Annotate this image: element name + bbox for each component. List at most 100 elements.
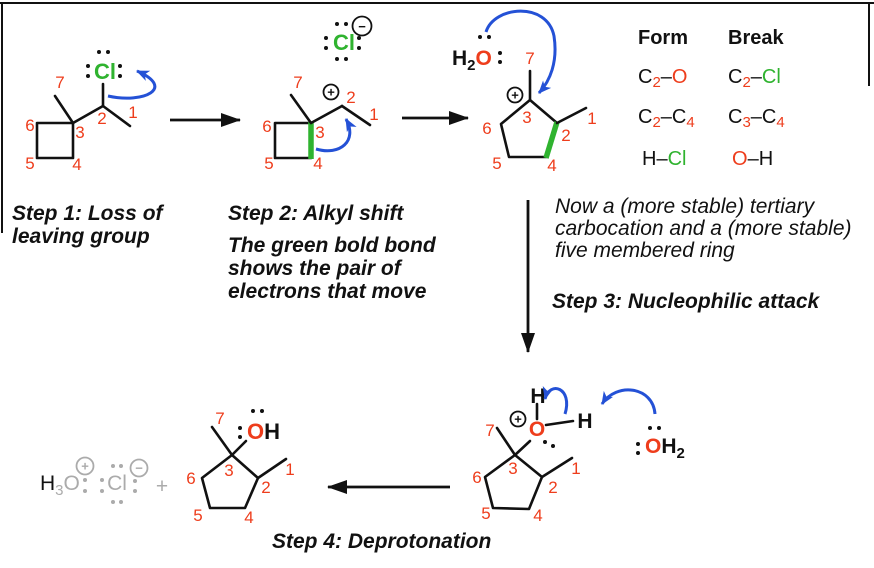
curved-arrow-nucleophilic-attack bbox=[484, 9, 557, 95]
cyclopentane-ring bbox=[483, 453, 544, 511]
ring-number-2: 2 bbox=[261, 478, 270, 497]
step3-caption: Step 3: Nucleophilic attack bbox=[552, 290, 821, 313]
cyclopentane-ring bbox=[499, 98, 559, 159]
minus-charge-circle bbox=[351, 15, 373, 37]
ring-number-6: 6 bbox=[482, 119, 491, 138]
break-row-2: C3–C4 bbox=[728, 106, 785, 131]
methyl-7-bond bbox=[210, 425, 234, 457]
structure-3-ring-expanded-cation: H2O + 7 6 5 4 3 2 1 bbox=[452, 9, 597, 175]
plus-charge-circle bbox=[506, 86, 524, 104]
ring-number-5: 5 bbox=[492, 154, 501, 173]
cyclobutane-ring bbox=[273, 121, 313, 160]
lone-pair-dots bbox=[83, 464, 137, 504]
step3-note-line1: Now a (more stable) tertiary bbox=[555, 195, 816, 218]
ring-number-3: 3 bbox=[224, 461, 233, 480]
lone-pair-dots bbox=[238, 409, 264, 439]
lone-pair-dots bbox=[636, 426, 661, 455]
c3-c2-bond bbox=[71, 104, 105, 125]
ring-number-1: 1 bbox=[128, 103, 137, 122]
lone-pair-dots bbox=[478, 35, 502, 64]
ring-number-3: 3 bbox=[522, 108, 531, 127]
ring-number-2: 2 bbox=[97, 109, 106, 128]
form-header: Form bbox=[638, 27, 688, 49]
minus-charge: − bbox=[135, 461, 143, 476]
ring-number-3: 3 bbox=[75, 123, 84, 142]
methyl-7-bond bbox=[289, 93, 313, 125]
plus-sign: + bbox=[156, 475, 168, 498]
break-header: Break bbox=[728, 27, 784, 49]
curved-arrow-cl-departure bbox=[107, 69, 157, 100]
hydroxyl-label: OH bbox=[247, 419, 280, 444]
green-new-bond bbox=[543, 121, 560, 159]
curved-arrow-bond-to-oxygen bbox=[542, 385, 569, 415]
step4-caption: Step 4: Deprotonation bbox=[272, 530, 491, 553]
break-row-1: C2–Cl bbox=[728, 66, 781, 91]
form-row-2: C2–C4 bbox=[638, 106, 695, 131]
form-row-3: H–Cl bbox=[642, 148, 686, 170]
curved-arrow-water-deprotonates bbox=[600, 388, 657, 415]
minus-charge: − bbox=[358, 19, 366, 34]
water-base-label: OH2 bbox=[645, 435, 685, 462]
lone-pair-dots bbox=[86, 50, 122, 78]
step3-note-line3: five membered ring bbox=[555, 239, 735, 262]
hydrogen-right-label: H bbox=[577, 410, 592, 433]
ring-number-6: 6 bbox=[25, 116, 34, 135]
o-h-right-bond bbox=[544, 419, 575, 427]
plus-charge: + bbox=[81, 459, 89, 474]
ring-number-7: 7 bbox=[485, 421, 494, 440]
step2-note-line3: electrons that move bbox=[228, 280, 427, 303]
structure-2-carbocation: Cl − + 7 6 5 4 3 2 1 bbox=[262, 15, 379, 173]
step1-caption-line2: leaving group bbox=[12, 225, 150, 248]
methyl-7-bond bbox=[495, 426, 517, 457]
ring-number-4: 4 bbox=[72, 155, 81, 174]
hydrogen-top-label: H bbox=[530, 385, 545, 408]
chloride-label: Cl bbox=[107, 472, 127, 495]
ring-number-6: 6 bbox=[186, 469, 195, 488]
chloride-ion-label: Cl bbox=[333, 30, 355, 55]
ring-number-6: 6 bbox=[472, 468, 481, 487]
water-nucleophile-label: H2O bbox=[452, 47, 492, 74]
plus-charge: + bbox=[511, 88, 519, 103]
ring-number-5: 5 bbox=[481, 504, 490, 523]
minus-charge-circle bbox=[129, 458, 149, 478]
methyl-1-bond bbox=[340, 104, 372, 127]
c3-c2-bond bbox=[309, 104, 344, 125]
ring-number-2: 2 bbox=[346, 88, 355, 107]
lone-pair-dots bbox=[324, 22, 361, 61]
ring-number-1: 1 bbox=[369, 105, 378, 124]
structure-1-substrate: Cl 7 6 5 4 3 2 1 bbox=[25, 50, 157, 174]
plus-charge: + bbox=[327, 85, 335, 100]
plus-charge-circle bbox=[322, 83, 340, 101]
ring-number-3: 3 bbox=[508, 459, 517, 478]
form-row-1: C2–O bbox=[638, 66, 687, 91]
ring-number-5: 5 bbox=[264, 154, 273, 173]
step3-note-line2: carbocation and a (more stable) bbox=[555, 217, 852, 240]
ring-number-5: 5 bbox=[25, 154, 34, 173]
structure-5-alcohol-product: OH 7 6 5 4 3 2 1 bbox=[186, 409, 295, 527]
step2-note-line1: The green bold bond bbox=[228, 234, 437, 257]
c3-o-bond bbox=[230, 439, 248, 457]
break-row-3: O–H bbox=[732, 148, 773, 170]
ring-number-4: 4 bbox=[533, 506, 542, 525]
step2-note-line2: shows the pair of bbox=[228, 257, 403, 280]
cyclopentane-ring bbox=[200, 453, 260, 510]
step2-caption: Step 2: Alkyl shift bbox=[228, 202, 404, 225]
ring-number-4: 4 bbox=[244, 508, 253, 527]
methyl-1-bond bbox=[256, 457, 288, 480]
ring-number-6: 6 bbox=[262, 117, 271, 136]
methyl-1-bond bbox=[101, 104, 132, 128]
methyl-7-bond bbox=[53, 94, 75, 125]
form-break-table: Form Break C2–O C2–Cl C2–C4 C3–C4 H–Cl O… bbox=[638, 27, 785, 170]
chlorine-label: Cl bbox=[94, 59, 116, 84]
plus-charge-circle bbox=[75, 456, 95, 476]
ring-number-7: 7 bbox=[293, 73, 302, 92]
ring-number-2: 2 bbox=[548, 478, 557, 497]
image-border bbox=[0, 2, 874, 233]
ring-number-2: 2 bbox=[561, 126, 570, 145]
cyclobutane-ring bbox=[35, 121, 75, 160]
ring-number-1: 1 bbox=[285, 460, 294, 479]
ring-number-7: 7 bbox=[55, 73, 64, 92]
plus-charge-circle bbox=[509, 410, 527, 428]
